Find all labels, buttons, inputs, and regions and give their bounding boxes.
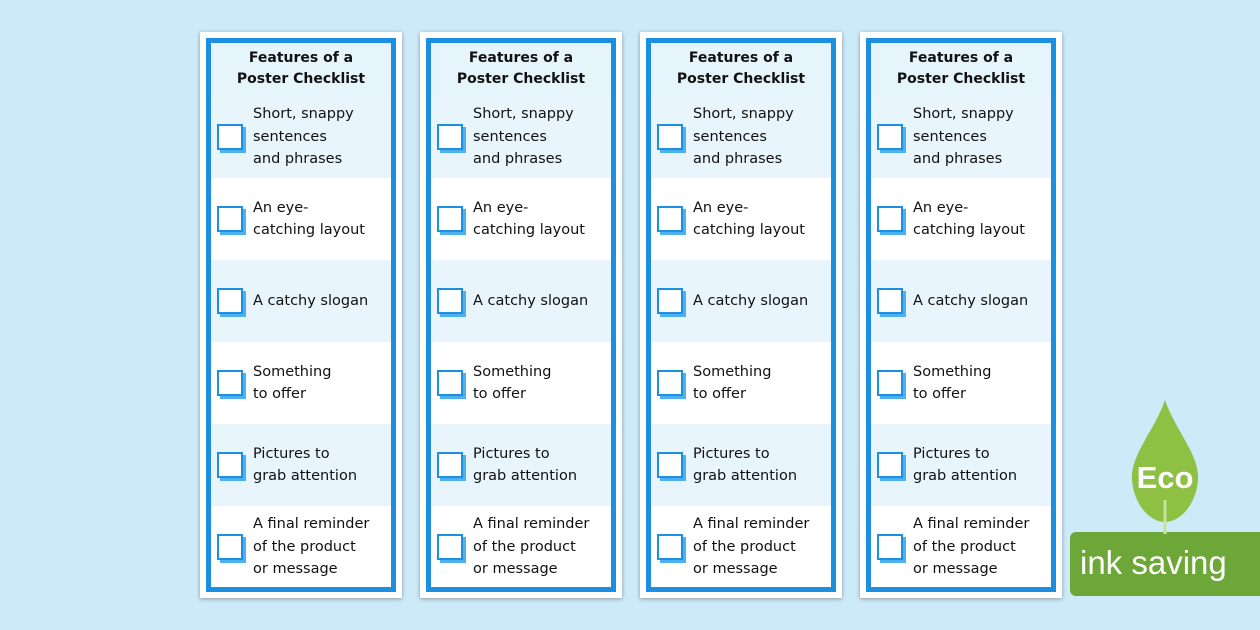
checkbox[interactable]: [877, 370, 903, 396]
checklist-item: Something to offer: [211, 342, 391, 424]
checklist-item: Short, snappy sentences and phrases: [651, 96, 831, 178]
leaf-icon: [1131, 400, 1199, 534]
checkbox[interactable]: [657, 370, 683, 396]
checkbox[interactable]: [217, 534, 243, 560]
checklist-item-label: A final reminder of the product or messa…: [913, 516, 1030, 578]
checklist-item: Pictures to grab attention: [651, 424, 831, 506]
checkbox[interactable]: [877, 452, 903, 478]
eco-label: Eco: [1136, 460, 1194, 495]
ink-saving-banner: [1070, 532, 1260, 596]
checklist-item-label: A final reminder of the product or messa…: [693, 516, 810, 578]
checklist-item: A catchy slogan: [211, 260, 391, 342]
checklist-item: Short, snappy sentences and phrases: [431, 96, 611, 178]
checklist-item-label: An eye- catching layout: [693, 199, 805, 239]
checkbox[interactable]: [657, 452, 683, 478]
checklist-item-label: An eye- catching layout: [253, 199, 365, 239]
checkbox[interactable]: [217, 452, 243, 478]
checklist-title: Features of a Poster Checklist: [871, 43, 1051, 96]
checklist-item: An eye- catching layout: [651, 178, 831, 260]
checklist-item-label: Something to offer: [693, 363, 772, 403]
checkbox[interactable]: [657, 534, 683, 560]
checklist-item: A final reminder of the product or messa…: [871, 506, 1051, 588]
checklist-item-label: Short, snappy sentences and phrases: [253, 106, 354, 168]
checklist-item-label: Pictures to grab attention: [693, 445, 798, 485]
checkbox[interactable]: [217, 370, 243, 396]
checklist-item-label: An eye- catching layout: [473, 199, 585, 239]
checkbox[interactable]: [437, 124, 463, 150]
checklist-item-label: Short, snappy sentences and phrases: [913, 106, 1014, 168]
checkbox[interactable]: [657, 288, 683, 314]
checkbox[interactable]: [657, 124, 683, 150]
checkbox[interactable]: [877, 206, 903, 232]
checkbox[interactable]: [877, 534, 903, 560]
checkbox[interactable]: [437, 452, 463, 478]
checkbox[interactable]: [217, 206, 243, 232]
ink-saving-label: ink saving: [1080, 544, 1227, 581]
checklist-item: Pictures to grab attention: [431, 424, 611, 506]
checklist-item-label: Pictures to grab attention: [913, 445, 1018, 485]
checklist-item: Something to offer: [431, 342, 611, 424]
checklist-item-label: Short, snappy sentences and phrases: [473, 106, 574, 168]
checklist-item-label: Pictures to grab attention: [473, 445, 578, 485]
checklist-item: An eye- catching layout: [431, 178, 611, 260]
checklist-item: A catchy slogan: [871, 260, 1051, 342]
checklist-item-label: A catchy slogan: [253, 292, 369, 309]
checklist-item-label: A catchy slogan: [693, 292, 809, 309]
checklist-item: Short, snappy sentences and phrases: [211, 96, 391, 178]
checklist-item-label: A final reminder of the product or messa…: [473, 516, 590, 578]
checklist-item: A final reminder of the product or messa…: [651, 506, 831, 588]
checklist-item: Something to offer: [871, 342, 1051, 424]
checklist-item: An eye- catching layout: [211, 178, 391, 260]
checklist-title: Features of a Poster Checklist: [211, 43, 391, 96]
checklist-item: Short, snappy sentences and phrases: [871, 96, 1051, 178]
checklist-item-label: Something to offer: [253, 363, 332, 403]
checkbox[interactable]: [437, 288, 463, 314]
checklist-item: A final reminder of the product or messa…: [211, 506, 391, 588]
checkbox[interactable]: [217, 124, 243, 150]
checklist-item-label: Something to offer: [913, 363, 992, 403]
checklist-item: An eye- catching layout: [871, 178, 1051, 260]
checklist-item: A catchy slogan: [431, 260, 611, 342]
checklist-item: Pictures to grab attention: [871, 424, 1051, 506]
checkbox[interactable]: [217, 288, 243, 314]
checkbox[interactable]: [877, 124, 903, 150]
checklist-item-label: Short, snappy sentences and phrases: [693, 106, 794, 168]
checkbox[interactable]: [437, 370, 463, 396]
checkbox[interactable]: [657, 206, 683, 232]
checkbox[interactable]: [877, 288, 903, 314]
checklist-title: Features of a Poster Checklist: [651, 43, 831, 96]
checklist-item-label: Pictures to grab attention: [253, 445, 358, 485]
checklist-item-label: Something to offer: [473, 363, 552, 403]
checkbox[interactable]: [437, 534, 463, 560]
checklist-item-label: A final reminder of the product or messa…: [253, 516, 370, 578]
checklist-item: Something to offer: [651, 342, 831, 424]
checkbox[interactable]: [437, 206, 463, 232]
checklist-title: Features of a Poster Checklist: [431, 43, 611, 96]
checklist-item: Pictures to grab attention: [211, 424, 391, 506]
checklist-item-label: A catchy slogan: [473, 292, 589, 309]
checklist-item-label: A catchy slogan: [913, 292, 1029, 309]
checklist-item: A final reminder of the product or messa…: [431, 506, 611, 588]
checklist-item-label: An eye- catching layout: [913, 199, 1025, 239]
checklist-item: A catchy slogan: [651, 260, 831, 342]
